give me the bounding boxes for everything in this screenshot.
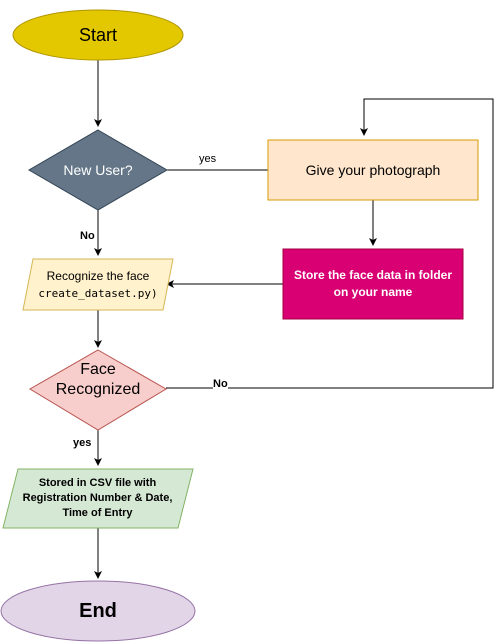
start-node <box>12 9 184 61</box>
edge-label-yes-new-user: yes <box>199 153 217 165</box>
edges <box>94 60 494 579</box>
edge-label-no-recognized: No <box>213 378 228 390</box>
end-node <box>0 580 196 642</box>
edge-face-recognized-loop-back <box>166 98 494 389</box>
face-recognized-decision <box>29 349 167 431</box>
store-face-data-box <box>282 248 464 320</box>
stored-csv-parallelogram <box>2 468 194 529</box>
edge-label-no-new-user: No <box>80 230 95 242</box>
new-user-decision <box>28 129 168 211</box>
edge-label-yes-recognized: yes <box>73 437 92 449</box>
recognize-face-parallelogram <box>22 258 174 311</box>
give-photograph-box <box>267 139 479 201</box>
